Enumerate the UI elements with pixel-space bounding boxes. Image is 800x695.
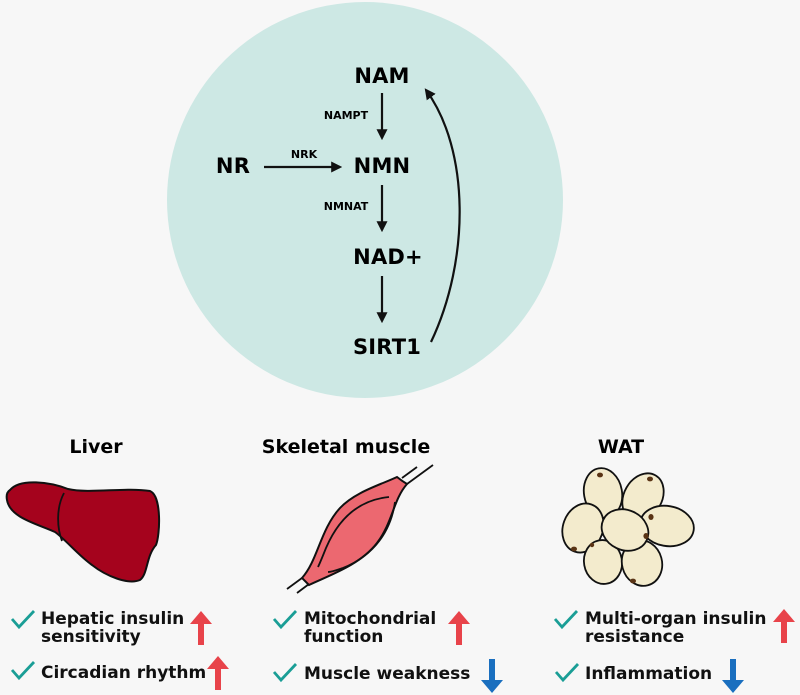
enzyme-nampt: NAMPT	[324, 109, 369, 122]
cell-circle	[167, 2, 563, 398]
organ-title-wat: WAT	[598, 436, 644, 458]
arrow-sirt1-to-nam	[424, 88, 461, 343]
enzyme-nmnat: NMNAT	[324, 200, 369, 213]
wat-adipocytes-icon	[561, 467, 695, 587]
node-nr: NR	[216, 154, 250, 178]
node-sirt1: SIRT1	[353, 335, 421, 359]
effect-text-line2: sensitivity	[41, 627, 141, 647]
skeletal-muscle-icon	[286, 464, 434, 594]
liver-icon	[5, 481, 161, 583]
check-icon	[554, 663, 580, 683]
check-icon	[272, 663, 298, 683]
effect-text-line1: Hepatic insulin	[41, 609, 185, 629]
organ-title-skeletal-muscle: Skeletal muscle	[262, 436, 430, 458]
effect-text-line2: function	[304, 627, 384, 647]
effect-text-line1: Inflammation	[585, 664, 713, 684]
up-arrow-icon	[190, 611, 212, 645]
effect-text-line1: Muscle weakness	[304, 664, 471, 684]
effect-text-line1: Multi-organ insulin	[585, 609, 767, 629]
organ-title-liver: Liver	[69, 436, 123, 458]
effect-text-line2: resistance	[585, 627, 685, 647]
effect-text-line1: Circadian rhythm	[41, 663, 207, 683]
up-arrow-icon	[448, 611, 470, 645]
enzyme-nrk: NRK	[291, 148, 318, 161]
check-icon	[553, 610, 579, 630]
effect-text-line1: Mitochondrial	[304, 609, 437, 629]
node-nam: NAM	[354, 64, 409, 88]
node-nad: NAD+	[353, 245, 423, 269]
up-arrow-icon	[207, 656, 229, 690]
check-icon	[10, 610, 36, 630]
up-arrow-icon	[773, 609, 795, 643]
check-icon	[272, 610, 298, 630]
down-arrow-icon	[481, 659, 503, 693]
down-arrow-icon	[722, 659, 744, 693]
check-icon	[10, 661, 36, 681]
node-nmn: NMN	[354, 154, 411, 178]
